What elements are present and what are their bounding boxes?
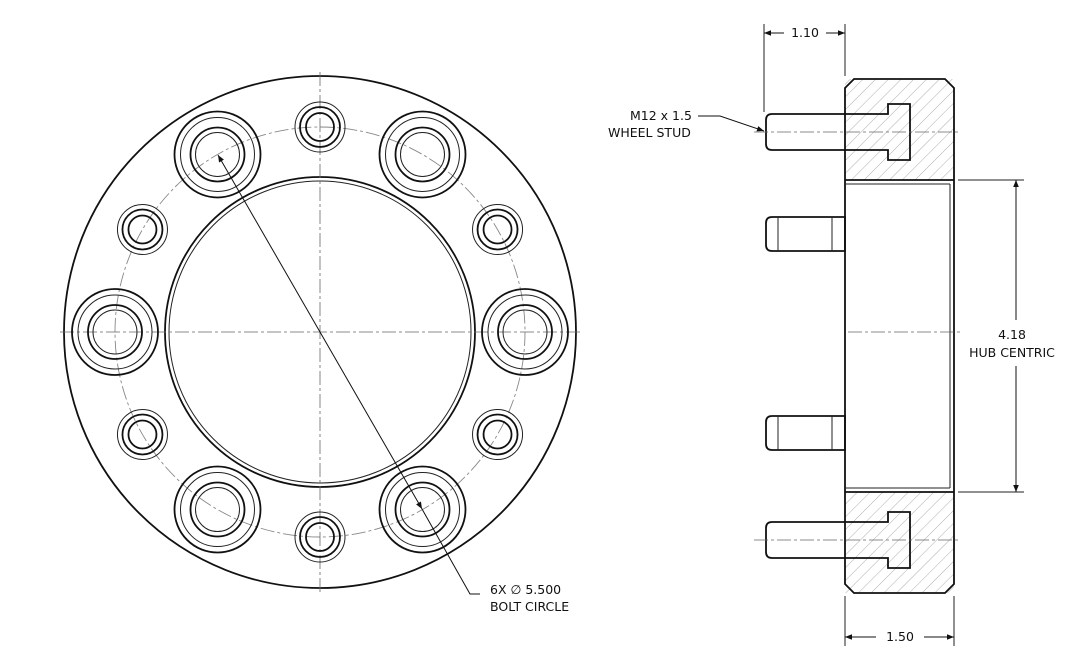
- lug-hole-bore: [305, 112, 335, 142]
- stud-hole-step: [77, 294, 153, 370]
- stud-callout-leader: [698, 115, 765, 132]
- stud-hole-bore: [400, 487, 445, 533]
- lug-hole-outer: [294, 101, 346, 153]
- spacer-body-outline: [844, 78, 955, 594]
- stud-hole-bore: [195, 487, 240, 533]
- lug-hole-chamfer: [476, 208, 519, 251]
- middle-upper-stud: [765, 216, 846, 252]
- lug-hole-chamfer: [299, 106, 341, 148]
- lower-flange-hatch: [845, 492, 954, 593]
- stud-hole-step: [487, 294, 563, 370]
- upper-wheel-stud: [765, 103, 911, 161]
- stud-hole-step: [180, 472, 255, 548]
- stud-hole-bore: [92, 309, 138, 355]
- lug-hole-outer: [116, 409, 168, 460]
- stud-hole-counterbore: [173, 465, 262, 554]
- lug-hole-outer: [294, 511, 346, 563]
- lug-hole-bore: [482, 419, 513, 450]
- bolt-holes: [71, 101, 569, 563]
- stud-hole-step: [385, 116, 460, 192]
- bolt-circle-label-line2: BOLT CIRCLE: [490, 599, 569, 614]
- stud-hole-seat: [87, 304, 143, 360]
- lug-hole-outer: [472, 204, 524, 255]
- lug-hole-outer: [472, 409, 524, 460]
- lug-hole-outer: [116, 204, 168, 255]
- lug-hole-bore: [482, 214, 513, 245]
- stud-hole-seat: [394, 126, 451, 183]
- side-view: 1.10 1.50 4.18 HUB CENTRIC M12 x 1.5 WHE…: [608, 24, 1055, 646]
- bolt-circle-diameter-line: [217, 154, 423, 510]
- lug-hole-chamfer: [121, 413, 164, 456]
- stud-hole-seat: [189, 481, 246, 538]
- stud-hole-seat: [189, 126, 246, 183]
- stud-hole-bore: [195, 131, 240, 177]
- thickness-value: 1.50: [886, 629, 914, 644]
- stud-callout-line2: WHEEL STUD: [608, 125, 691, 140]
- stud-hole-counterbore: [173, 110, 262, 199]
- stud-hole-counterbore: [71, 288, 159, 376]
- hub-bore-value: 4.18: [998, 327, 1026, 342]
- bolt-circle-leader: [421, 508, 480, 595]
- lug-hole-chamfer: [299, 516, 341, 558]
- lug-hole-chamfer: [476, 413, 519, 456]
- lower-wheel-stud: [765, 511, 911, 569]
- lug-hole-bore: [305, 522, 335, 552]
- lug-hole-chamfer: [121, 208, 164, 251]
- stud-protrusion-value: 1.10: [791, 25, 819, 40]
- stud-hole-seat: [394, 481, 451, 538]
- front-view: 6X ∅ 5.500 BOLT CIRCLE: [60, 72, 580, 614]
- middle-lower-stud: [765, 415, 846, 451]
- lug-hole-bore: [127, 419, 158, 450]
- bolt-circle-label-line1: 6X ∅ 5.500: [490, 582, 561, 597]
- upper-flange-hatch: [845, 79, 954, 180]
- stud-hole-counterbore: [378, 465, 467, 554]
- stud-hole-seat: [497, 304, 553, 360]
- stud-hole-counterbore: [378, 110, 467, 199]
- stud-hole-bore: [502, 309, 548, 355]
- stud-callout-line1: M12 x 1.5: [630, 108, 692, 123]
- stud-hole-step: [385, 472, 460, 548]
- lug-hole-bore: [127, 214, 158, 245]
- hub-bore-label: HUB CENTRIC: [969, 345, 1055, 360]
- stud-hole-bore: [400, 131, 445, 177]
- stud-hole-step: [180, 116, 255, 192]
- stud-hole-counterbore: [481, 288, 569, 376]
